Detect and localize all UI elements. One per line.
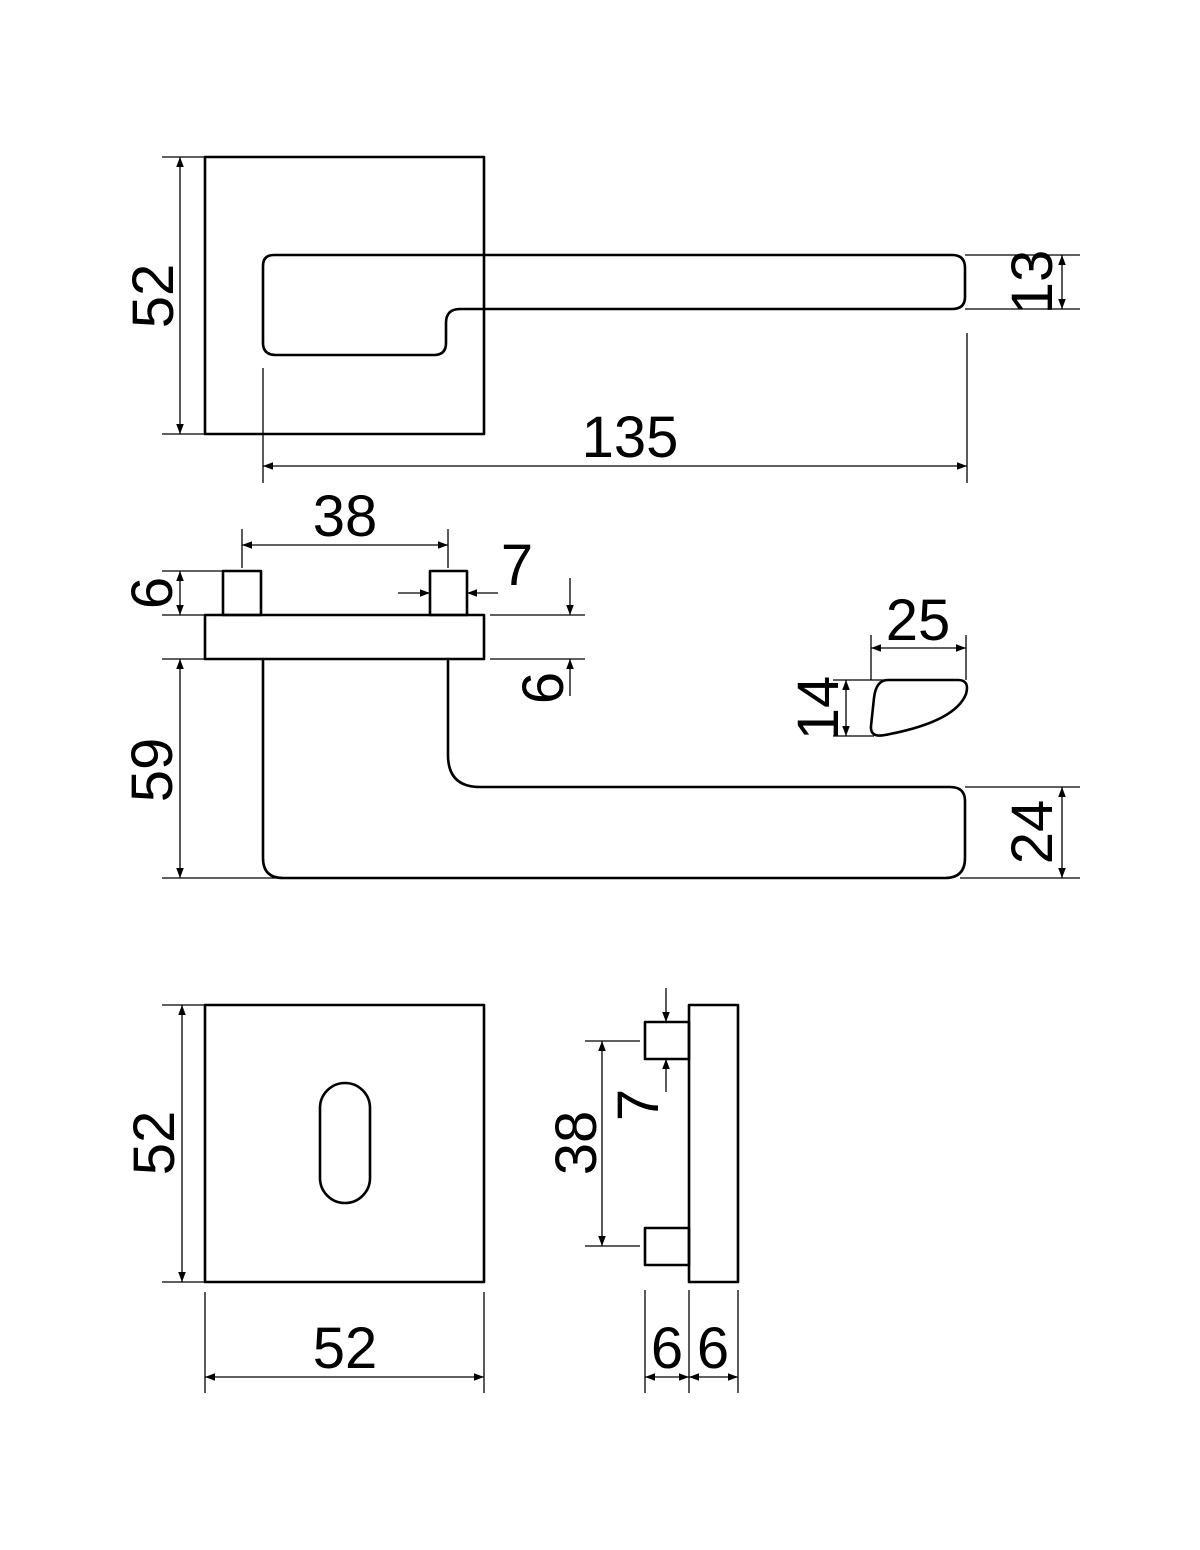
rose-plate [203, 155, 486, 436]
escutcheon-front-view: 52 52 [122, 1003, 486, 1393]
pin-height-label: 6 [120, 577, 185, 609]
escutcheon-pin-width-label: 7 [606, 1089, 671, 1121]
lever-height-dimension: 13 [965, 250, 1080, 315]
lever-height-label: 13 [1000, 250, 1065, 315]
escutcheon-upper-pin [643, 1020, 691, 1061]
lever-drop-label: 24 [1000, 800, 1065, 865]
escutcheon-width-dimension: 52 [204, 1292, 485, 1393]
spindle-spacing-dimension: 38 [241, 484, 449, 568]
section-height-label: 14 [786, 676, 851, 741]
rose-height-label: 52 [121, 264, 186, 329]
section-height-dimension: 14 [786, 676, 888, 741]
escutcheon-side-plate [687, 1003, 740, 1284]
rose-base [203, 613, 486, 661]
escutcheon-width-label: 52 [313, 1316, 378, 1381]
escutcheon-pin-spacing-dimension: 38 [544, 1040, 640, 1247]
section-shape [869, 678, 969, 737]
rose-thickness-label: 6 [511, 672, 576, 704]
rose-height-dimension: 52 [121, 156, 205, 435]
escutcheon-plate-depth-label: 6 [697, 1316, 729, 1381]
section-width-dimension: 25 [870, 588, 967, 680]
escutcheon-pin-depth-label: 6 [651, 1316, 683, 1381]
lever-projection-dimension: 59 [120, 658, 283, 879]
lever-handle [261, 253, 967, 357]
escutcheon-plate [203, 1003, 486, 1284]
lever-length-label: 135 [582, 405, 679, 470]
spindle-spacing-label: 38 [313, 484, 378, 549]
keyhole-slot [318, 1081, 372, 1205]
lever-projection-label: 59 [120, 738, 185, 803]
pin-width-dimension: 7 [398, 533, 533, 598]
escutcheon-pin-width-dimension: 7 [606, 988, 671, 1121]
rose-thickness-dimension: 6 [490, 578, 585, 704]
side-view: 38 6 7 6 59 [120, 484, 1080, 880]
lever-drop-dimension: 24 [960, 786, 1080, 879]
pin-height-dimension: 6 [120, 570, 223, 616]
pin-width-label: 7 [501, 533, 533, 598]
lever-length-dimension: 135 [262, 333, 968, 483]
escutcheon-pin-spacing-label: 38 [544, 1111, 609, 1176]
escutcheon-lower-pin [643, 1226, 691, 1267]
cross-section: 25 14 [786, 588, 969, 741]
section-width-label: 25 [886, 588, 951, 653]
front-view: 52 13 135 [121, 155, 1080, 483]
right-pin [428, 569, 469, 617]
lever-side-profile [261, 657, 967, 880]
escutcheon-depth-dimension: 6 6 [644, 1290, 739, 1393]
escutcheon-side-view: 38 7 6 6 [544, 988, 740, 1393]
left-pin [221, 569, 263, 617]
escutcheon-height-dimension: 52 [122, 1004, 205, 1283]
escutcheon-height-label: 52 [122, 1111, 187, 1176]
